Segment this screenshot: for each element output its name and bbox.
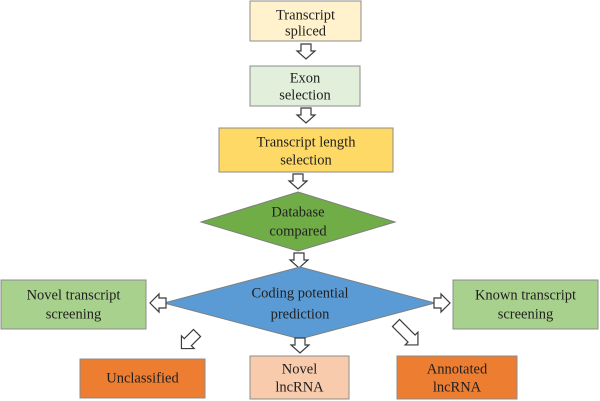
node-label-line: selection <box>280 152 332 168</box>
node-database-compared: Database compared <box>199 191 397 252</box>
node-shape <box>199 191 397 252</box>
node-label-line: spliced <box>285 23 327 39</box>
node-label-line: screening <box>498 306 554 322</box>
node-label-line: Novel <box>282 361 317 377</box>
node-label-line: lncRNA <box>433 379 482 395</box>
node-shape <box>79 358 206 399</box>
flow-arrow-down-right <box>391 318 419 346</box>
flow-arrow-down <box>288 252 310 269</box>
node-shape <box>396 355 518 400</box>
node-coding-potential-prediction: Coding potential prediction <box>162 266 437 340</box>
node-label-line: lncRNA <box>275 379 324 395</box>
node-label-line: Coding potential <box>251 285 348 301</box>
node-label-line: selection <box>279 87 331 103</box>
node-shape <box>249 355 350 400</box>
node-label-line: screening <box>46 306 102 322</box>
flow-arrow-down-left <box>180 328 202 350</box>
node-known-transcript-screening: Known transcript screening <box>452 279 599 330</box>
node-exon-selection: Exon selection <box>249 65 361 107</box>
flow-arrow-left <box>149 292 167 314</box>
node-label-line: compared <box>269 223 327 239</box>
node-unclassified: Unclassified <box>79 358 206 399</box>
node-shape <box>218 127 394 173</box>
node-shape <box>249 0 362 42</box>
node-label-line: Database <box>271 204 324 220</box>
node-shape <box>249 65 361 107</box>
node-transcript-spliced: Transcript spliced <box>249 0 362 42</box>
node-label-line: Annotated <box>427 361 488 377</box>
node-label-line: Known transcript <box>475 287 576 303</box>
node-label-line: Unclassified <box>106 370 179 386</box>
node-label-line: Exon <box>290 70 321 86</box>
node-shape <box>452 279 599 330</box>
flow-arrow-down <box>289 337 311 354</box>
flow-arrow-right <box>433 292 451 314</box>
node-label-line: Transcript <box>276 7 335 23</box>
node-novel-lncrna: Novel lncRNA <box>249 355 350 400</box>
node-annotated-lncrna: Annotated lncRNA <box>396 355 518 400</box>
node-label-line: Novel transcript <box>27 287 121 303</box>
node-novel-transcript-screening: Novel transcript screening <box>0 279 147 330</box>
flow-arrow-down <box>295 43 317 60</box>
flow-arrow-down <box>295 107 317 124</box>
node-shape <box>0 279 147 330</box>
node-label-line: Transcript length <box>257 134 357 150</box>
node-label-line: prediction <box>271 306 331 322</box>
flow-arrow-down <box>287 173 309 190</box>
node-transcript-length-selection: Transcript length selection <box>218 127 394 173</box>
